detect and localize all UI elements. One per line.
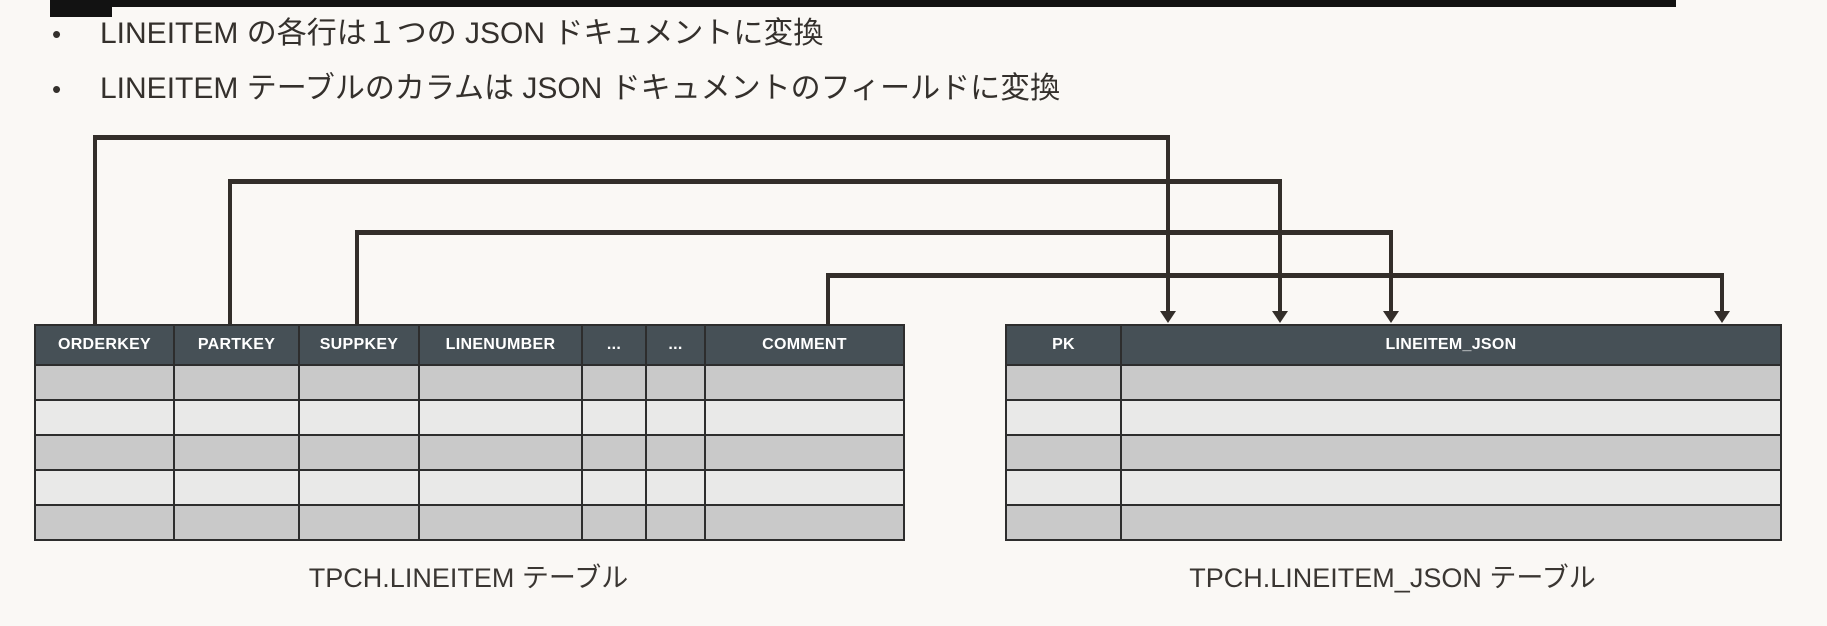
table-cell [581, 469, 647, 506]
header-row: PK LINEITEM_JSON [1005, 324, 1782, 366]
arrow-segment [826, 273, 1724, 278]
table-row [1005, 504, 1782, 541]
column-header-partkey: PARTKEY [173, 324, 300, 366]
table-cell [418, 364, 583, 401]
arrow-segment [228, 179, 1282, 184]
bullet-text: LINEITEM の各行は１つの JSON ドキュメントに変換 [100, 17, 824, 50]
table-cell [173, 364, 300, 401]
column-header-lineitem-json: LINEITEM_JSON [1120, 324, 1782, 366]
arrow-segment [1278, 181, 1282, 311]
column-header-comment: COMMENT [704, 324, 905, 366]
arrow-segment [1389, 232, 1393, 311]
arrow-segment [1166, 137, 1170, 311]
table-cell [418, 399, 583, 436]
table-cell [645, 364, 706, 401]
table-cell [1120, 469, 1782, 506]
table-cell [1120, 399, 1782, 436]
table-row [1005, 364, 1782, 401]
lineitem-table: ORDERKEY PARTKEY SUPPKEY LINENUMBER ... … [34, 324, 905, 541]
table-cell [704, 434, 905, 471]
table-cell [645, 469, 706, 506]
table-cell [34, 504, 175, 541]
table-cell [704, 504, 905, 541]
table-cell [581, 399, 647, 436]
bullet-dot-icon: • [52, 74, 62, 104]
table-cell [1120, 434, 1782, 471]
table-cell [34, 434, 175, 471]
column-header-orderkey: ORDERKEY [34, 324, 175, 366]
bullet-item: • LINEITEM テーブルのカラムは JSON ドキュメントのフィールドに変… [52, 69, 1060, 124]
table-row [34, 469, 905, 506]
table-cell [1005, 434, 1122, 471]
table-cell [645, 399, 706, 436]
arrow-head-icon [1160, 311, 1176, 323]
table-cell [704, 364, 905, 401]
column-header-ellipsis: ... [645, 324, 706, 366]
bullet-list: • LINEITEM の各行は１つの JSON ドキュメントに変換 • LINE… [52, 14, 1060, 124]
arrow-head-icon [1714, 311, 1730, 323]
column-header-ellipsis: ... [581, 324, 647, 366]
table-cell [298, 364, 420, 401]
arrow-segment [93, 135, 1170, 140]
arrow-segment [355, 230, 1393, 235]
table-cell [581, 364, 647, 401]
table-row [1005, 399, 1782, 436]
table-cell [645, 434, 706, 471]
arrow-segment [228, 181, 232, 324]
lineitem-json-table: PK LINEITEM_JSON [1005, 324, 1782, 541]
table-cell [1005, 364, 1122, 401]
lineitem-json-table-grid: PK LINEITEM_JSON [1005, 324, 1782, 541]
lineitem-json-table-caption: TPCH.LINEITEM_JSON テーブル [1189, 563, 1596, 593]
table-row [34, 434, 905, 471]
arrow-head-icon [1383, 311, 1399, 323]
table-cell [1120, 364, 1782, 401]
table-cell [298, 504, 420, 541]
table-cell [173, 469, 300, 506]
table-cell [581, 434, 647, 471]
table-cell [34, 364, 175, 401]
bullet-item: • LINEITEM の各行は１つの JSON ドキュメントに変換 [52, 14, 1060, 69]
table-cell [704, 399, 905, 436]
table-cell [1005, 399, 1122, 436]
bullet-text: LINEITEM テーブルのカラムは JSON ドキュメントのフィールドに変換 [100, 72, 1061, 105]
table-row [34, 399, 905, 436]
table-cell [173, 504, 300, 541]
table-cell [173, 399, 300, 436]
column-header-pk: PK [1005, 324, 1122, 366]
arrow-segment [93, 137, 97, 324]
bullet-dot-icon: • [52, 19, 62, 49]
table-row [1005, 469, 1782, 506]
lineitem-table-grid: ORDERKEY PARTKEY SUPPKEY LINENUMBER ... … [34, 324, 905, 541]
table-cell [645, 504, 706, 541]
table-row [34, 364, 905, 401]
arrow-head-icon [1272, 311, 1288, 323]
table-cell [34, 469, 175, 506]
top-accent-bar [50, 0, 1676, 7]
lineitem-table-caption: TPCH.LINEITEM テーブル [308, 563, 629, 593]
column-header-linenumber: LINENUMBER [418, 324, 583, 366]
table-cell [704, 469, 905, 506]
table-cell [418, 469, 583, 506]
arrow-segment [355, 232, 359, 324]
arrow-segment [1720, 275, 1724, 311]
arrow-segment [826, 275, 830, 324]
table-cell [298, 434, 420, 471]
header-row: ORDERKEY PARTKEY SUPPKEY LINENUMBER ... … [34, 324, 905, 366]
table-cell [1120, 504, 1782, 541]
table-cell [1005, 504, 1122, 541]
table-cell [298, 469, 420, 506]
table-cell [173, 434, 300, 471]
table-cell [581, 504, 647, 541]
table-cell [1005, 469, 1122, 506]
table-row [1005, 434, 1782, 471]
table-cell [298, 399, 420, 436]
table-row [34, 504, 905, 541]
column-header-suppkey: SUPPKEY [298, 324, 420, 366]
table-cell [418, 504, 583, 541]
table-cell [418, 434, 583, 471]
table-cell [34, 399, 175, 436]
